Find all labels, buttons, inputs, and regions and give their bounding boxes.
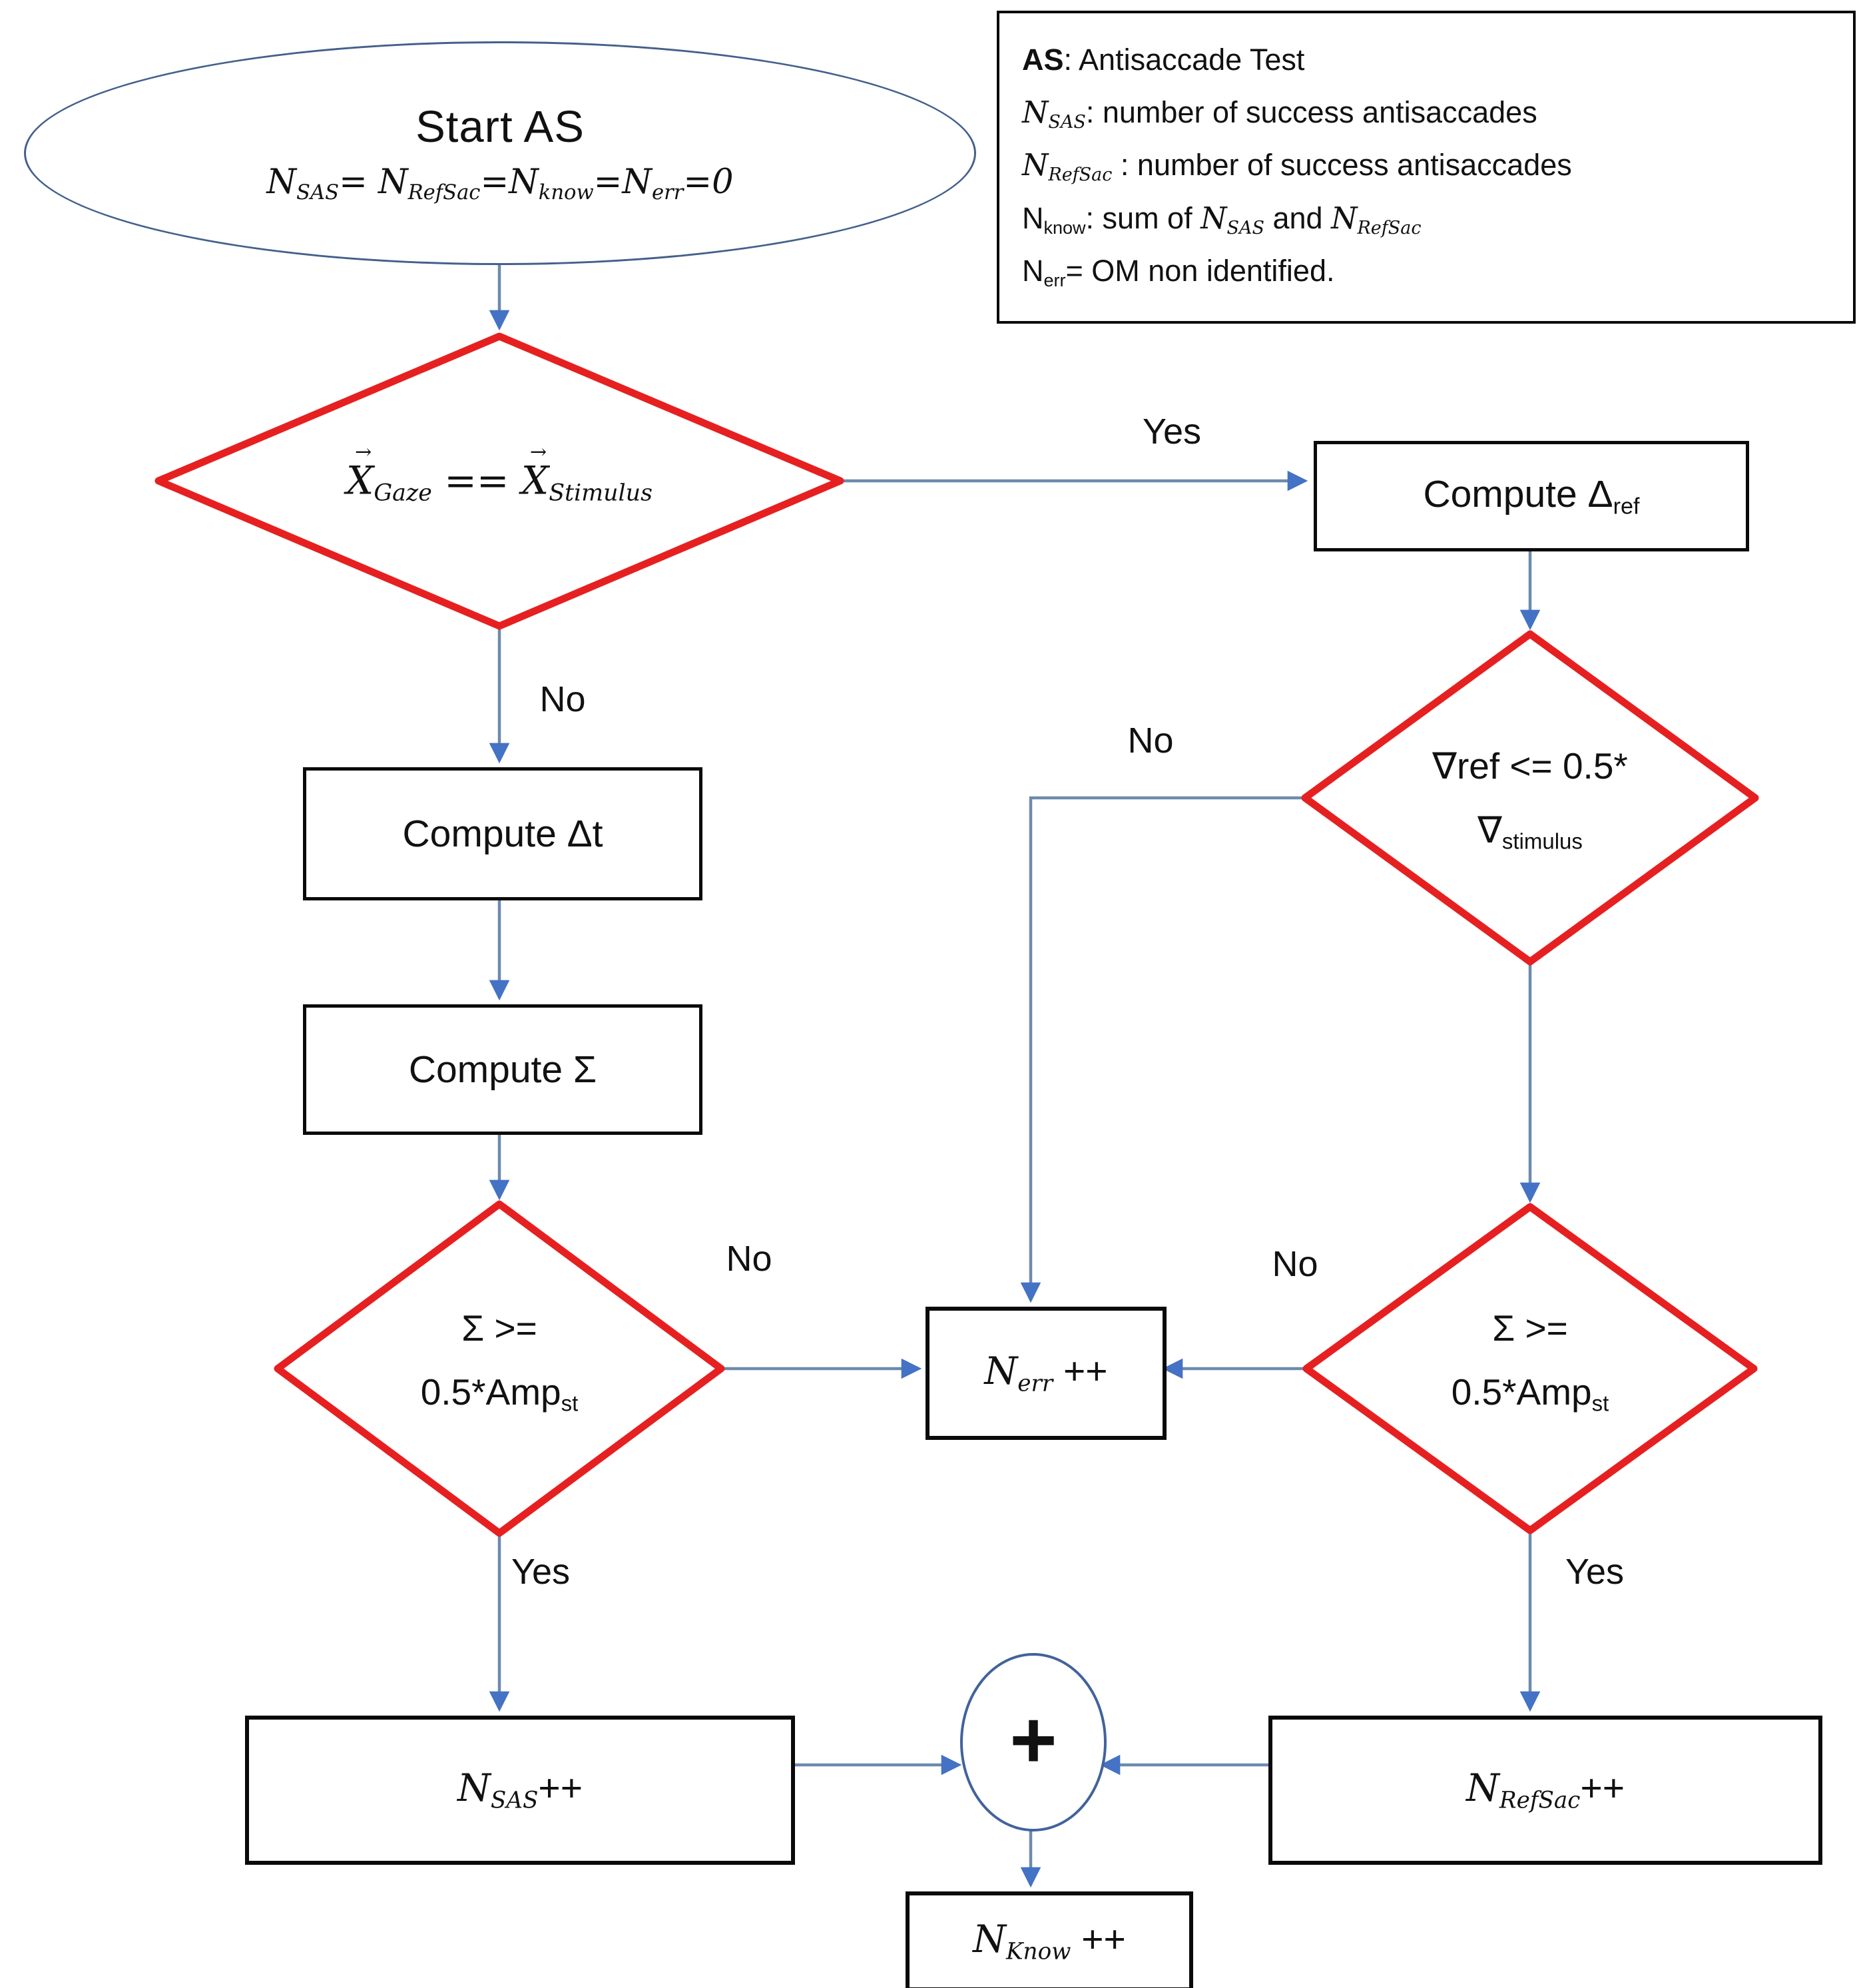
process-nknow-box: NKnow ++ — [906, 1891, 1193, 1988]
decision-sigma-right-diamond — [1302, 1203, 1758, 1534]
decision-sigma-left-label-line2: 0.5*Ampst — [420, 1371, 579, 1416]
edge-label-no-sigma-left: No — [726, 1239, 772, 1279]
legend-line-nknow: Nknow: sum of NSAS and NRefSac — [1022, 200, 1422, 238]
process-nrefsac-box: NRefSac++ — [1268, 1716, 1822, 1865]
decision-vref-diamond — [1301, 630, 1759, 966]
edge-label-no-sigma-right: No — [1272, 1244, 1318, 1284]
legend-line-nerr: Nerr= OM non identified. — [1022, 253, 1335, 290]
decision-gaze-diamond — [154, 332, 844, 630]
process-compute-dref-label: Compute Δref — [1423, 473, 1640, 519]
decision-gaze-label: XGaze == XStimulus — [346, 447, 653, 515]
process-compute-sigma-box: Compute Σ — [303, 1004, 702, 1135]
process-compute-sigma-label: Compute Σ — [408, 1048, 597, 1091]
edge-label-no-vref: No — [1127, 721, 1174, 761]
start-ellipse: Start AS NSAS= NRefSac=Nknow=Nerr=0 — [24, 41, 976, 265]
start-title: Start AS — [415, 102, 585, 153]
process-nrefsac-label: NRefSac++ — [1465, 1766, 1625, 1814]
legend-line-as: AS: Antisaccade Test — [1022, 43, 1305, 77]
arrow-vref-no-to-nerr — [1020, 796, 1305, 1303]
process-nsas-box: NSAS++ — [245, 1716, 795, 1865]
edge-label-yes-gaze: Yes — [1142, 412, 1202, 452]
edge-label-no-gaze: No — [539, 679, 586, 719]
process-compute-dref-box: Compute Δref — [1314, 441, 1749, 551]
edge-label-yes-sigma-right: Yes — [1565, 1552, 1625, 1592]
process-nerr-box: Nerr ++ — [926, 1307, 1167, 1440]
process-nknow-label: NKnow ++ — [973, 1917, 1126, 1965]
legend-line-nrefsac: NRefSac : number of success antisaccades — [1022, 147, 1572, 186]
decision-sigma-left-diamond — [274, 1200, 725, 1537]
plus-junction-circle: + — [960, 1653, 1107, 1831]
decision-sigma-right-label-line2: 0.5*Ampst — [1451, 1371, 1609, 1416]
plus-icon: + — [1009, 1694, 1057, 1785]
decision-vref-label-line1: ∇ref <= 0.5* — [1432, 745, 1628, 787]
decision-sigma-right-label-line1: Σ >= — [1492, 1307, 1568, 1349]
process-compute-dt-box: Compute Δt — [303, 767, 702, 900]
process-nsas-label: NSAS++ — [457, 1766, 583, 1814]
process-compute-dt-label: Compute Δt — [402, 813, 603, 855]
edge-label-yes-sigma-left: Yes — [511, 1552, 571, 1592]
legend-line-nsas: NSAS: number of success antisaccades — [1022, 95, 1537, 133]
decision-vref-label-line2: ∇stimulus — [1477, 809, 1583, 854]
decision-sigma-left-label-line1: Σ >= — [461, 1307, 537, 1349]
start-init-line: NSAS= NRefSac=Nknow=Nerr=0 — [266, 163, 734, 205]
process-nerr-label: Nerr ++ — [984, 1349, 1108, 1397]
legend-box: AS: Antisaccade Test NSAS: number of suc… — [997, 11, 1856, 324]
